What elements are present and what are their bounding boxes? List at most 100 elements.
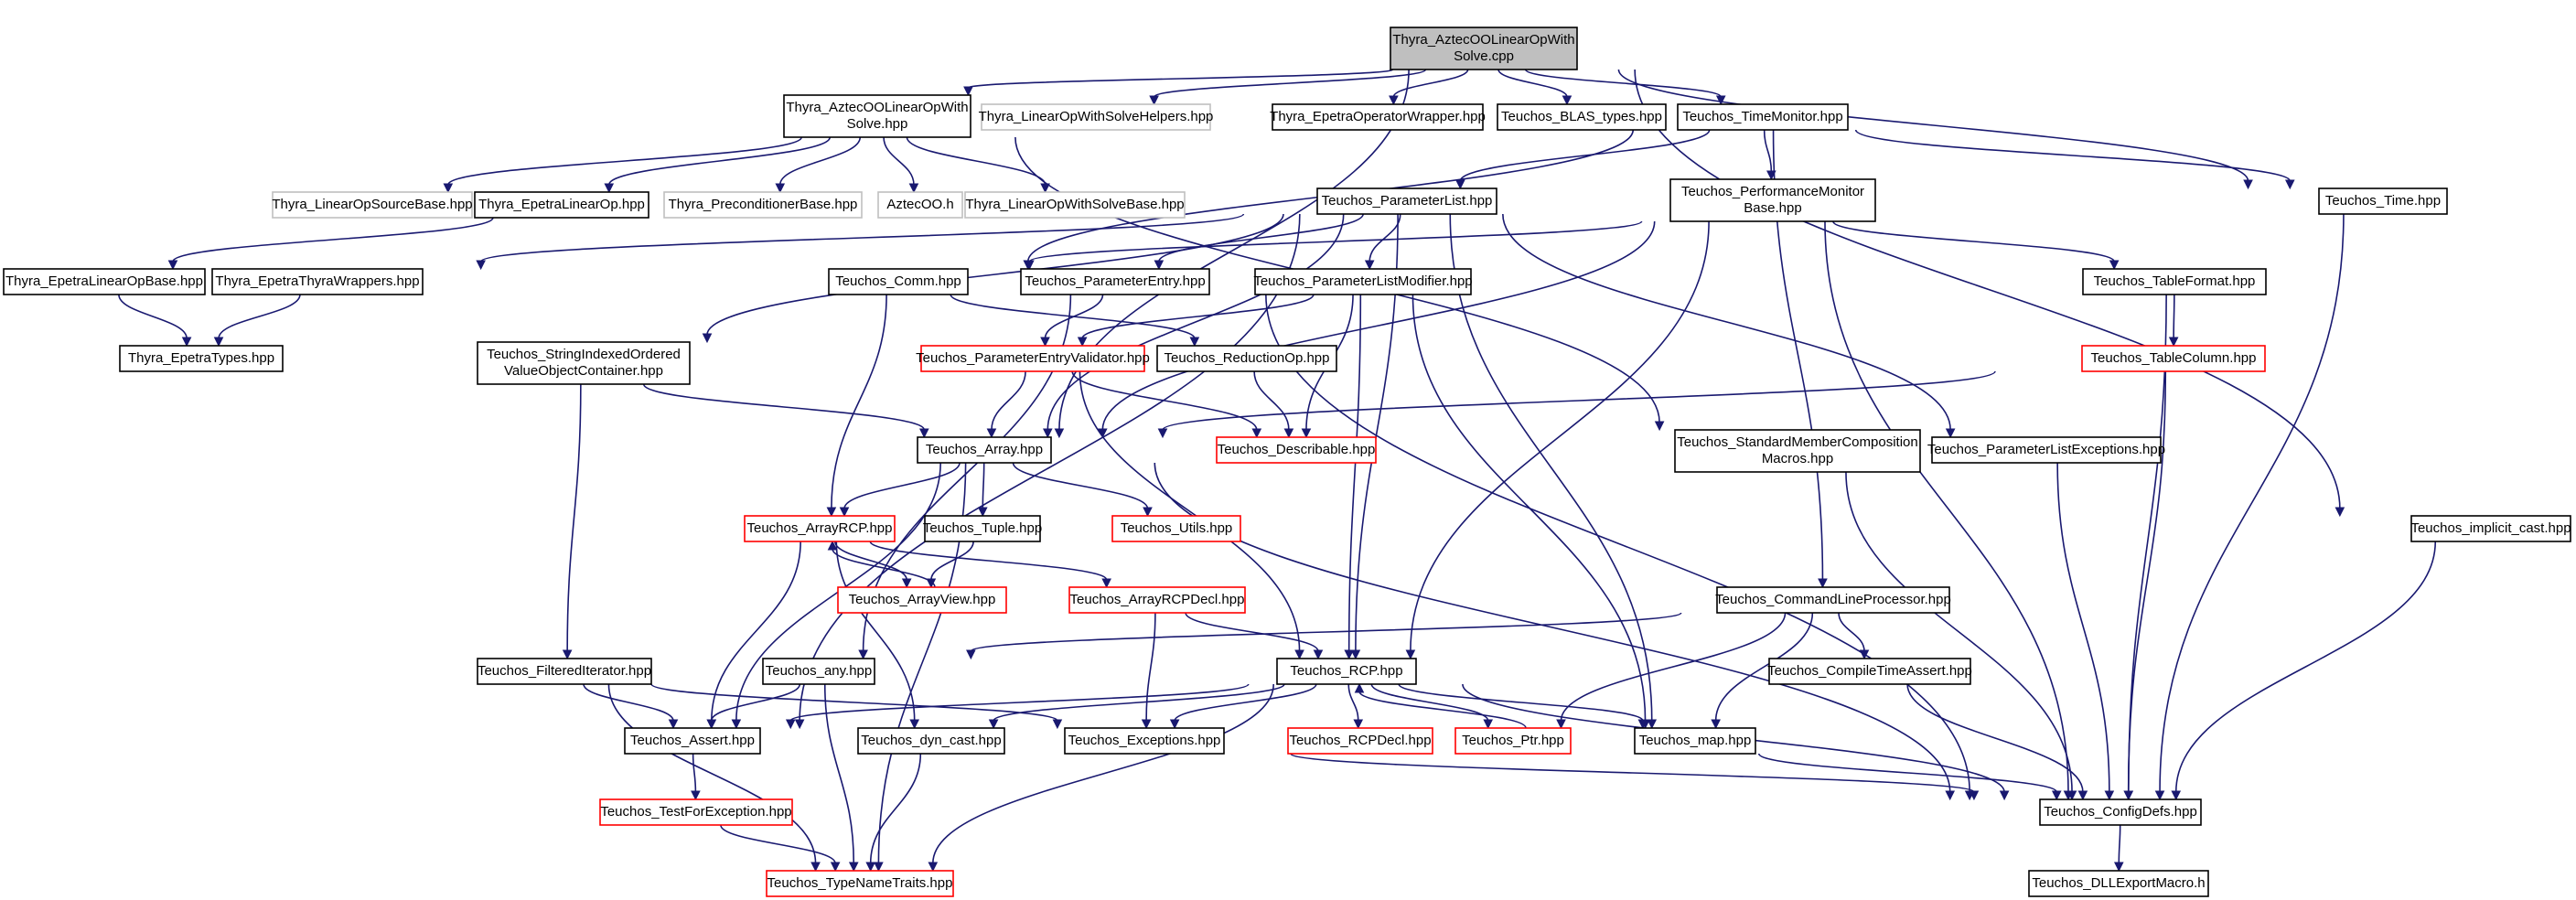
node-lowsBase[interactable]: Thyra_LinearOpWithSolveBase.hpp	[964, 191, 1186, 219]
node-label: Teuchos_ArrayView.hpp	[849, 592, 996, 607]
edge-arrayRCPDecl-to-exceptions	[1145, 612, 1156, 722]
node-arrayRCP[interactable]: Teuchos_ArrayRCP.hpp	[744, 515, 896, 542]
node-paramEntryVal[interactable]: Teuchos_ParameterEntryValidator.hpp	[916, 345, 1150, 372]
node-box	[1111, 515, 1241, 542]
node-label: Teuchos_ParameterEntryValidator.hpp	[916, 350, 1150, 366]
node-box	[2318, 188, 2448, 215]
node-box	[857, 727, 1005, 755]
node-array[interactable]: Teuchos_Array.hpp	[917, 436, 1052, 464]
edge-filteredIter-to-exceptions	[650, 683, 1058, 722]
arrowhead-paramList-to-rcp	[1350, 649, 1361, 660]
node-describable[interactable]: Teuchos_Describable.hpp	[1216, 436, 1377, 464]
node-label: Teuchos_ReductionOp.hpp	[1165, 350, 1330, 366]
node-epetraOpWrap[interactable]: Thyra_EpetraOperatorWrapper.hpp	[1270, 103, 1486, 131]
node-assert[interactable]: Teuchos_Assert.hpp	[624, 727, 761, 755]
node-testForExc[interactable]: Teuchos_TestForException.hpp	[599, 798, 793, 826]
arrowhead-perfMon-to-tableFormat	[2109, 260, 2120, 271]
node-paramEntry[interactable]: Teuchos_ParameterEntry.hpp	[1020, 268, 1210, 295]
node-paramListMod[interactable]: Teuchos_ParameterListModifier.hpp	[1253, 268, 1473, 295]
arrowhead-comm-to-reductionOp	[1189, 337, 1200, 348]
arrowhead-implicitCast-to-configDefs	[2171, 790, 2182, 801]
node-rcpDecl[interactable]: Teuchos_RCPDecl.hpp	[1287, 727, 1433, 755]
edge-rcp-to-assert	[789, 683, 1250, 722]
arrowhead-aztecHpp-to-losBase	[443, 183, 454, 194]
edge-cmdLine-to-ptr	[1560, 612, 1787, 722]
edge-arrayRCP-to-arrayRCPDecl	[869, 541, 1108, 581]
edge-rcp-to-typeNameTraits	[932, 683, 1274, 864]
node-losBase[interactable]: Thyra_LinearOpSourceBase.hpp	[272, 191, 473, 219]
node-box	[1068, 586, 1246, 614]
node-tableFormat[interactable]: Teuchos_TableFormat.hpp	[2082, 268, 2267, 295]
node-precBase[interactable]: Thyra_PreconditionerBase.hpp	[663, 191, 863, 219]
node-utils[interactable]: Teuchos_Utils.hpp	[1111, 515, 1241, 542]
node-any[interactable]: Teuchos_any.hpp	[762, 658, 875, 685]
node-arrayView[interactable]: Teuchos_ArrayView.hpp	[837, 586, 1007, 614]
node-epetraLinOp[interactable]: Thyra_EpetraLinearOp.hpp	[474, 191, 649, 219]
arrowhead-arrayRCPDecl-to-exceptions	[1141, 719, 1152, 730]
edge-aztecHpp-to-precBase	[778, 136, 862, 186]
edge-rcp-to-exceptions	[1174, 683, 1317, 722]
node-ptr[interactable]: Teuchos_Ptr.hpp	[1454, 727, 1572, 755]
arrowhead-timeMonitor-to-paramList	[1455, 179, 1465, 190]
node-time[interactable]: Teuchos_Time.hpp	[2318, 188, 2448, 215]
arrowhead-filteredIter-to-exceptions	[1052, 719, 1063, 730]
edge-perfMon-to-rcp	[1410, 220, 1710, 652]
node-comm[interactable]: Teuchos_Comm.hpp	[828, 268, 969, 295]
node-cmdLine[interactable]: Teuchos_CommandLineProcessor.hpp	[1715, 586, 1951, 614]
node-epetraThyraWrap[interactable]: Thyra_EpetraThyraWrappers.hpp	[211, 268, 424, 295]
node-stringIdx[interactable]: Teuchos_StringIndexedOrderedValueObjectC…	[477, 341, 691, 385]
edge-paramListMod-to-rcp	[1347, 294, 1362, 652]
arrowhead-timeMonitor-to-perfMon	[1766, 170, 1776, 181]
node-stdMember[interactable]: Teuchos_StandardMemberCompositionMacros.…	[1674, 429, 1921, 473]
node-map[interactable]: Teuchos_map.hpp	[1634, 727, 1756, 755]
node-tableColumn[interactable]: Teuchos_TableColumn.hpp	[2081, 345, 2266, 372]
arrowhead-arrayRCPDecl-to-rcp	[1313, 649, 1324, 660]
node-label: Solve.hpp	[847, 116, 908, 132]
arrowhead-reductionOp-to-describable	[1283, 428, 1294, 439]
node-implicitCast[interactable]: Teuchos_implicit_cast.hpp	[2410, 515, 2571, 542]
node-aztecooH[interactable]: AztecOO.h	[877, 191, 963, 219]
node-paramListExc[interactable]: Teuchos_ParameterListExceptions.hpp	[1927, 436, 2165, 464]
arrowhead-rcp-to-map	[1637, 719, 1648, 730]
edge-epetraThyraWrap-to-epetraTypes	[218, 294, 301, 339]
arrowhead-paramList-to-paramListExc	[1945, 428, 1956, 439]
node-timeMonitor[interactable]: Teuchos_TimeMonitor.hpp	[1677, 103, 1849, 131]
arrowhead-filteredIter-to-typeNameTraits	[810, 862, 821, 873]
node-lowsHelpers[interactable]: Thyra_LinearOpWithSolveHelpers.hpp	[979, 103, 1214, 131]
node-reductionOp[interactable]: Teuchos_ReductionOp.hpp	[1156, 345, 1337, 372]
node-dynCast[interactable]: Teuchos_dyn_cast.hpp	[857, 727, 1005, 755]
node-label: Thyra_EpetraOperatorWrapper.hpp	[1270, 109, 1486, 124]
node-blasTypes[interactable]: Teuchos_BLAS_types.hpp	[1497, 103, 1667, 131]
node-label: Teuchos_Ptr.hpp	[1462, 733, 1564, 748]
node-label: Thyra_LinearOpWithSolveBase.hpp	[965, 197, 1184, 212]
node-epetraTypes[interactable]: Thyra_EpetraTypes.hpp	[119, 345, 284, 372]
node-label: Teuchos_Tuple.hpp	[923, 520, 1042, 536]
edge-perfMon-to-comm	[1028, 220, 1643, 262]
node-typeNameTraits[interactable]: Teuchos_TypeNameTraits.hpp	[766, 870, 954, 897]
node-configDefs[interactable]: Teuchos_ConfigDefs.hpp	[2039, 798, 2202, 826]
node-compileTimeAssert[interactable]: Teuchos_CompileTimeAssert.hpp	[1767, 658, 1972, 685]
edge-epetraLinOp-to-epetraLinOpBase	[172, 217, 494, 262]
node-filteredIter[interactable]: Teuchos_FilteredIterator.hpp	[477, 658, 652, 685]
edge-paramList-to-stringIdx	[706, 213, 1284, 336]
node-label: Teuchos_Assert.hpp	[630, 733, 755, 748]
node-label: Teuchos_StandardMemberComposition	[1677, 434, 1917, 450]
node-exceptions[interactable]: Teuchos_Exceptions.hpp	[1064, 727, 1225, 755]
node-arrayRCPDecl[interactable]: Teuchos_ArrayRCPDecl.hpp	[1068, 586, 1246, 614]
node-paramList[interactable]: Teuchos_ParameterList.hpp	[1316, 188, 1497, 215]
node-dllExport[interactable]: Teuchos_DLLExportMacro.h	[2028, 870, 2209, 897]
node-box	[1390, 27, 1578, 70]
node-box	[1931, 436, 2162, 464]
node-box	[981, 103, 1211, 131]
node-epetraLinOpBase[interactable]: Thyra_EpetraLinearOpBase.hpp	[3, 268, 206, 295]
node-rcp[interactable]: Teuchos_RCP.hpp	[1276, 658, 1417, 685]
node-box	[2082, 268, 2267, 295]
node-box	[924, 515, 1041, 542]
node-tuple[interactable]: Teuchos_Tuple.hpp	[923, 515, 1042, 542]
arrowhead-paramList-to-assert	[794, 719, 805, 730]
arrowhead-exceptions-to-configDefs	[1969, 790, 1980, 801]
node-label: Solve.cpp	[1454, 48, 1514, 64]
